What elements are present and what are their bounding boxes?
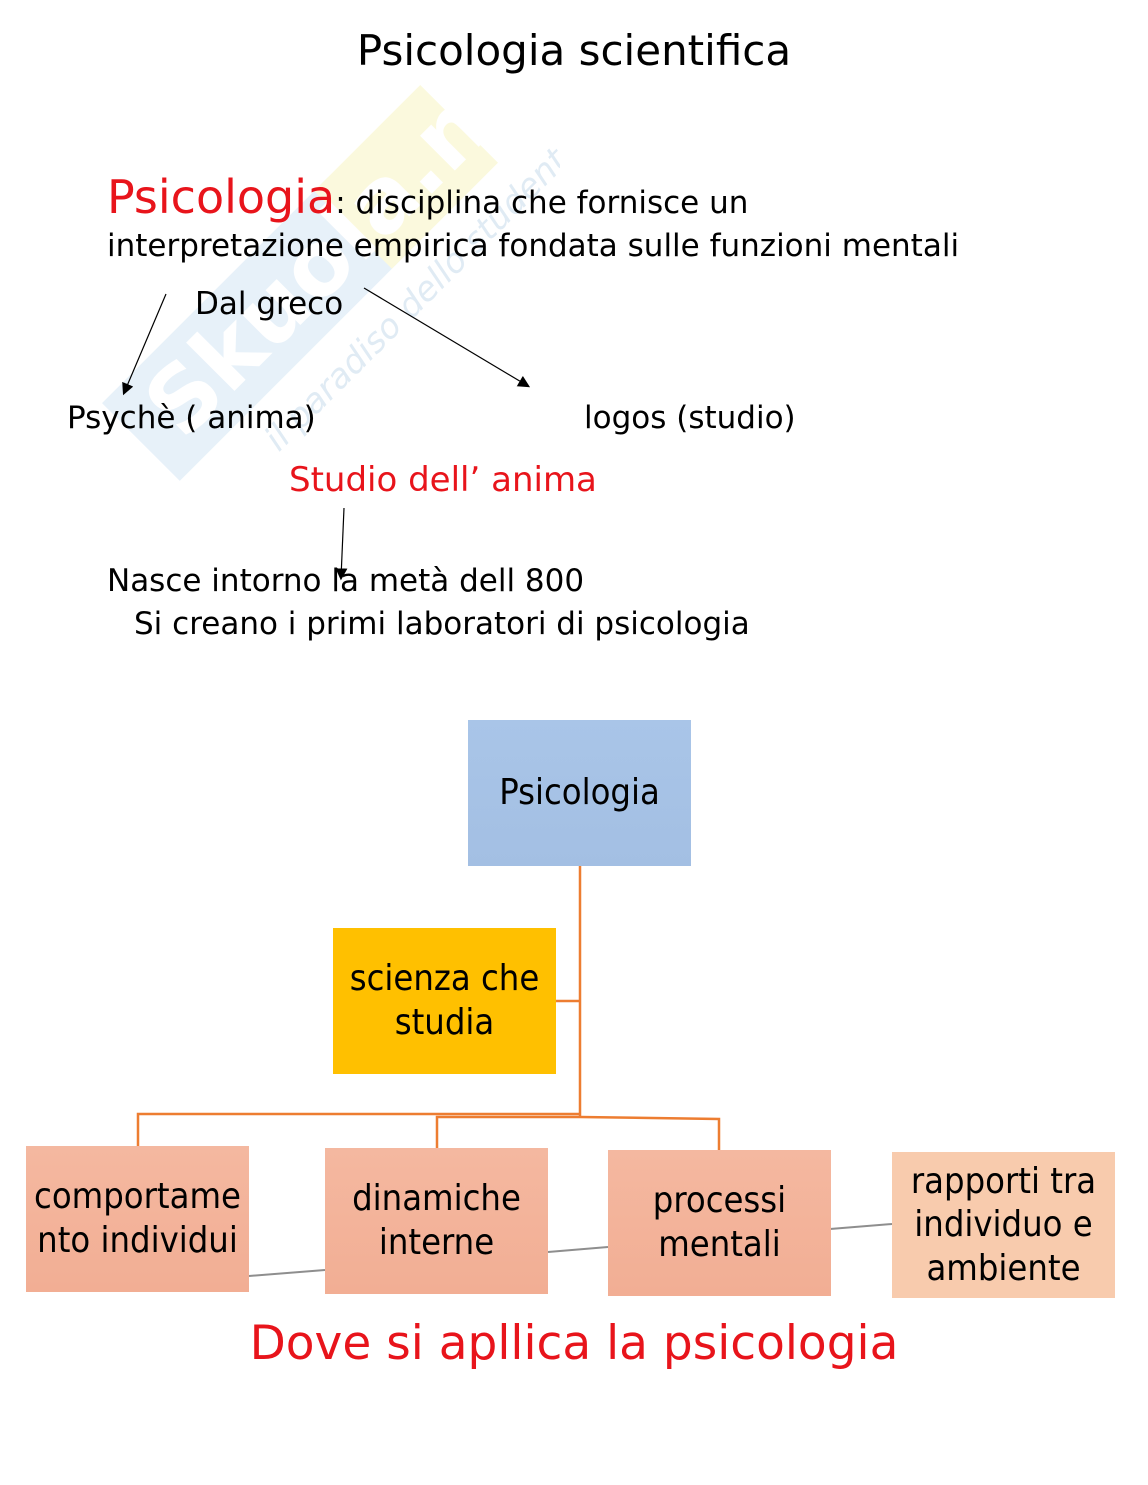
history-line-2: Si creano i primi laboratori di psicolog… [134,606,750,642]
diagram-branch-box: dinamiche interne [325,1148,548,1294]
diagram-branch-line: nto individui [37,1220,238,1261]
definition-text: : disciplina che fornisce un [335,185,749,221]
arrow-to-logos [363,287,531,388]
arrow-to-history [335,507,348,581]
diagram-branch-line: processi [652,1180,787,1222]
page-title: Psicologia scientifica [356,26,792,75]
diagram-root-box: Psicologia [468,720,691,866]
etymology-origin: Dal greco [195,286,344,322]
diagram-branch-line: ambiente [926,1247,1081,1289]
diagram-branch-box: processi mentali [608,1150,831,1296]
diagram-branch-line: individuo e [914,1204,1093,1246]
diagram-root-label: Psicologia [499,772,660,814]
etymology-logos: logos (studio) [584,400,796,436]
diagram-branch-box: rapporti tra individuo e ambiente [892,1152,1115,1298]
arrow-to-psyche [122,293,167,396]
etymology-meaning: Studio dell’ anima [289,460,597,500]
diagram-connector-line: studia [394,1002,495,1043]
bottom-link-lines [248,1223,893,1277]
etymology-psyche: Psychè ( anima) [67,400,316,436]
diagram-branch-line: dinamiche [352,1178,521,1220]
diagram-branch-line: mentali [658,1224,781,1265]
diagram-connector-box: scienza che studia [333,928,556,1074]
diagram-branch-box: comportame nto individui [26,1146,249,1292]
definition-term: Psicologia [107,170,336,224]
definition-line-2: interpretazione empirica fondata sulle f… [107,228,960,264]
diagram-connector-line: scienza che [349,958,540,1000]
footer-caption: Dove si apllica la psicologia [249,1316,899,1371]
diagram-branch-line: comportame [34,1176,241,1218]
definition-line-1: Psicologia: disciplina che fornisce un [107,170,748,224]
diagram-branch-line: interne [378,1222,495,1263]
hierarchy-lines [136,866,721,1150]
diagram-branch-line: rapporti tra [910,1161,1097,1203]
